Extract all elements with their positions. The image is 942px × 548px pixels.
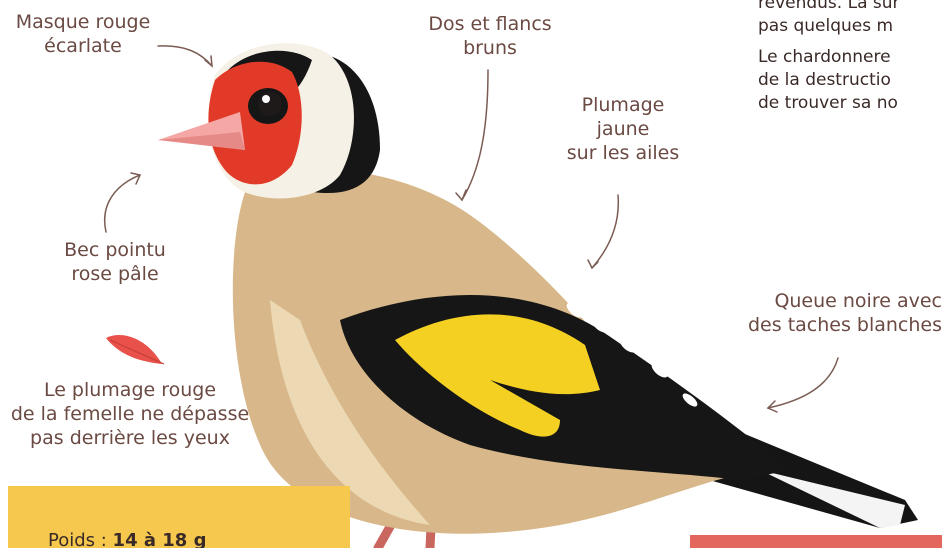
- poids-text: Poids : 14 à 18 g: [48, 530, 206, 548]
- label-femelle: Le plumage rouge de la femelle ne dépass…: [0, 378, 260, 450]
- label-plumage: Plumage jaune sur les ailes: [548, 93, 698, 165]
- feather-icon: [102, 328, 172, 368]
- label-masque: Masque rouge écarlate: [8, 10, 158, 58]
- right-column-text: revendus. La sur pas quelques m Le chard…: [758, 0, 942, 115]
- info-box: Poids : 14 à 18 g: [8, 486, 350, 548]
- label-dos: Dos et flancs bruns: [416, 12, 564, 60]
- label-queue: Queue noire avec des taches blanches: [734, 289, 942, 337]
- label-bec: Bec pointu rose pâle: [40, 238, 190, 286]
- red-panel: [690, 535, 942, 548]
